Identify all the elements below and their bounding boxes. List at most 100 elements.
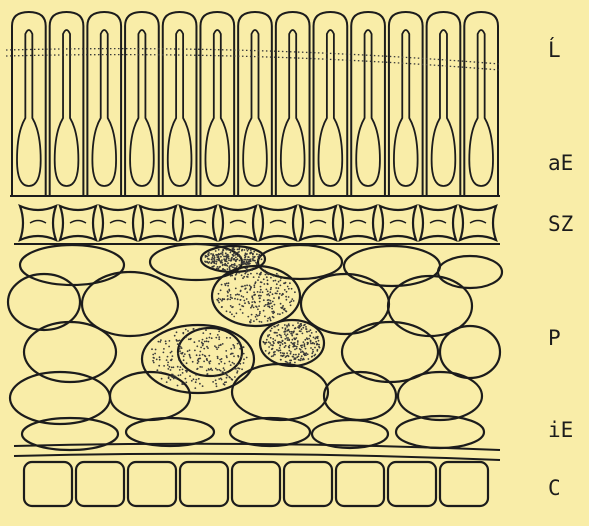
stipple-dot [300, 359, 302, 361]
stipple-dot [190, 338, 192, 340]
stipple-dot [280, 280, 282, 282]
stipple-dot [282, 327, 284, 329]
stipple-dot [267, 290, 269, 292]
stipple-dot [221, 262, 223, 264]
hourglass-cell [20, 206, 56, 240]
stipple-dot [254, 286, 256, 288]
stipple-dot [305, 326, 307, 328]
stipple-dot [308, 338, 310, 340]
stipple-dot [243, 261, 245, 263]
stipple-dot [192, 328, 194, 330]
stipple-dot [264, 316, 266, 318]
stipple-dot [211, 369, 213, 371]
hourglass-cell [340, 206, 376, 240]
bottom-cell [24, 462, 72, 506]
hourglass-cell [380, 206, 416, 240]
stipple-dot [307, 343, 309, 345]
stipple-dot [235, 254, 237, 256]
stipple-dot [222, 269, 224, 271]
stipple-dot [151, 348, 153, 350]
stipple-dot [215, 250, 217, 252]
stipple-dot [269, 318, 271, 320]
stipple-dot [271, 308, 273, 310]
stipple-dot [177, 385, 179, 387]
stipple-dot [285, 345, 287, 347]
stipple-dot [250, 249, 252, 251]
stipple-dot [185, 382, 187, 384]
stipple-dot [235, 288, 237, 290]
stipple-dot [312, 342, 314, 344]
stipple-dot [237, 355, 239, 357]
stipple-dot [182, 333, 184, 335]
stipple-dot [294, 362, 296, 364]
stipple-dot [170, 379, 172, 381]
stipple-dot [172, 355, 174, 357]
stipple-dot [290, 342, 292, 344]
stipple-dot [301, 328, 303, 330]
stipple-dot [289, 302, 291, 304]
stipple-dot [215, 263, 217, 265]
stipple-dot [226, 372, 228, 374]
stipple-dot [293, 332, 295, 334]
stipple-dot [226, 283, 228, 285]
stipple-dot [178, 375, 180, 377]
stipple-dot [215, 379, 217, 381]
stipple-dot [204, 261, 206, 263]
stipple-dot [242, 277, 244, 279]
stipple-dot [236, 364, 238, 366]
stipple-dot [241, 305, 243, 307]
stipple-dot [271, 328, 273, 330]
stipple-dot [250, 287, 252, 289]
stipple-dot [208, 369, 210, 371]
stipple-dot [285, 335, 287, 337]
stipple-dot [256, 273, 258, 275]
stipple-dot [215, 368, 217, 370]
parenchyma-cell [438, 256, 502, 288]
hourglass-cell-inner [350, 221, 366, 224]
stipple-dot [227, 254, 229, 256]
stipple-dot [272, 348, 274, 350]
stipple-dot [268, 346, 270, 348]
stipple-dot [163, 365, 165, 367]
stipple-dot [216, 299, 218, 301]
stipple-dot [229, 337, 231, 339]
stipple-dot [247, 250, 249, 252]
stipple-dot [304, 343, 306, 345]
stipple-dot [236, 312, 238, 314]
stipple-dot [253, 251, 255, 253]
stipple-dot [278, 281, 280, 283]
stipple-dot [184, 353, 186, 355]
stipple-dot [233, 255, 235, 257]
stipple-dot [257, 291, 259, 293]
stipple-dot [180, 366, 182, 368]
stipple-dot [199, 351, 201, 353]
stipple-dot [294, 291, 296, 293]
stipple-dot [237, 258, 239, 260]
stipple-dot [296, 333, 298, 335]
stipple-dot [263, 283, 265, 285]
stipple-dot [179, 369, 181, 371]
stipple-dot [220, 344, 222, 346]
stipple-dot [213, 258, 215, 260]
stipple-dot [228, 259, 230, 261]
stipple-dot [217, 357, 219, 359]
hourglass-cell [180, 206, 216, 240]
stipple-dot [302, 333, 304, 335]
stipple-dot [253, 320, 255, 322]
stipple-dot [167, 364, 169, 366]
stipple-dot [242, 286, 244, 288]
stipple-dot [307, 353, 309, 355]
stipple-dot [259, 273, 261, 275]
label-P: P [548, 328, 561, 349]
stipple-dot [198, 358, 200, 360]
stipple-dot [304, 324, 306, 326]
label-SZ: SZ [548, 214, 573, 235]
stipple-dot [171, 376, 173, 378]
stipple-dot [202, 339, 204, 341]
stipple-dot [274, 332, 276, 334]
stipple-dot [238, 264, 240, 266]
stipple-dot [306, 331, 308, 333]
stipple-dot [316, 344, 318, 346]
stipple-dot [246, 284, 248, 286]
stipple-dot [218, 345, 220, 347]
